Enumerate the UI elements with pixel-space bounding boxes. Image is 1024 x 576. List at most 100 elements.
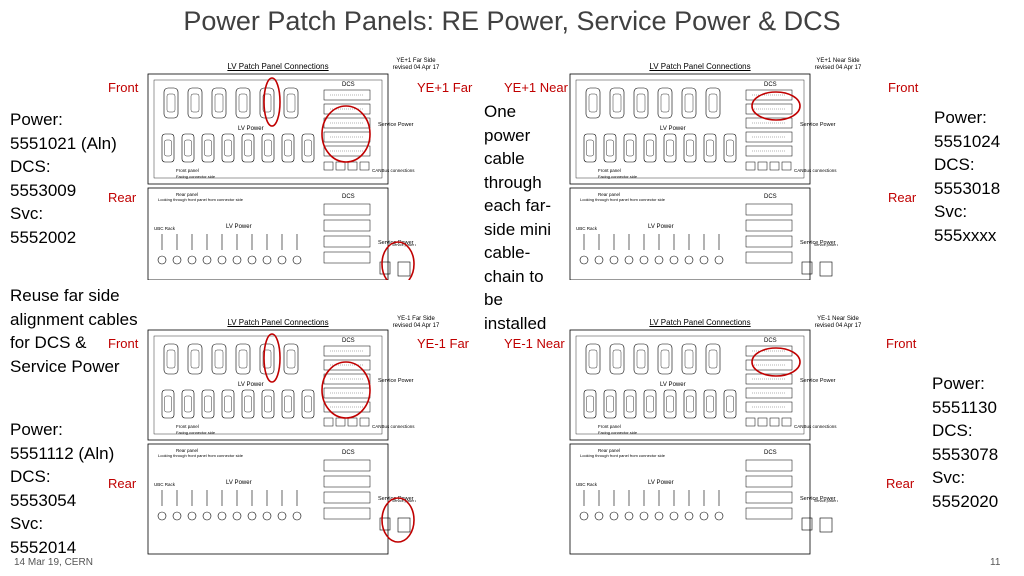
rear-round-connector: [202, 511, 212, 521]
front-connector-lower-pin: [626, 395, 634, 413]
front-connector-pin: [684, 349, 694, 369]
label-rear-bottom-left: Rear: [108, 476, 137, 491]
label-rear-top-right: Rear: [888, 190, 917, 205]
label-rear-bottom-right: Rear: [886, 476, 915, 491]
front-connector-lower-pin: [204, 139, 212, 157]
front-connector-lower-pin: [586, 139, 594, 157]
dcs-slot: [745, 387, 793, 399]
rear-frame: [569, 187, 811, 280]
rear-round-connector: [654, 511, 664, 521]
rear-round-connector: [262, 255, 272, 265]
label-rear-top-left: Rear: [108, 190, 137, 205]
rear-service-power-text: Service Power: [800, 240, 836, 246]
front-panel-text: Front panel: [176, 168, 199, 173]
front-connector-lower-pin: [244, 395, 252, 413]
canbus-connector: [323, 417, 334, 427]
front-connector-lower-pin: [224, 139, 232, 157]
rear-round-connector: [247, 511, 257, 521]
rear-round-connector: [654, 255, 664, 265]
rear-panel-sub-text: Looking through front panel from connect…: [580, 453, 666, 458]
front-connector-lower-pin: [284, 395, 292, 413]
left-top-text: Power: 5551021 (Aln) DCS: 5553009 Svc: 5…: [10, 110, 117, 247]
rear-lv-power-text: LV Power: [226, 480, 252, 486]
lv-power-text: LV Power: [660, 126, 686, 132]
highlight-front-connector: [263, 77, 281, 127]
front-connector-pin: [636, 93, 646, 113]
rear-round-connector: [594, 255, 604, 265]
rear-round-connector: [232, 255, 242, 265]
front-connector: [259, 343, 275, 375]
rear-dcs-slot: [323, 459, 371, 472]
rear-round-connector: [157, 511, 167, 521]
dcs-slot: [745, 401, 793, 413]
dcs-text: DCS: [764, 338, 777, 344]
label-front-bottom-left: Front: [108, 336, 139, 351]
front-connector-pin: [660, 349, 670, 369]
side-connector-2: [397, 517, 411, 533]
service-power-text: Service Power: [378, 378, 414, 384]
front-connector-pin: [588, 93, 598, 113]
front-connector-lower-pin: [646, 139, 654, 157]
front-connector-lower: [201, 133, 215, 163]
service-power-text: Service Power: [800, 122, 836, 128]
front-connector-pin: [190, 349, 200, 369]
dcs-text: DCS: [342, 82, 355, 88]
rear-dcs-slot: [745, 235, 793, 248]
dcs-slot: [745, 145, 793, 157]
rear-round-connector: [277, 255, 287, 265]
side-connector-2: [819, 517, 833, 533]
front-connector: [187, 87, 203, 119]
panel-title-bottom-right: LV Patch Panel Connections: [649, 318, 751, 327]
front-connector-lower: [161, 133, 175, 163]
canbus-connector: [781, 161, 792, 171]
rear-panel-text: Rear panel: [598, 192, 620, 197]
right-bottom-text: Power: 5551130 DCS: 5553078 Svc: 5552020: [932, 374, 999, 511]
highlight-dcs: [321, 105, 371, 163]
front-connector-lower: [241, 389, 255, 419]
front-connector: [585, 87, 601, 119]
rear-service-power-text: Service Power: [378, 240, 414, 246]
front-connector-pin: [166, 349, 176, 369]
rear-round-connector: [579, 511, 589, 521]
front-connector-pin: [286, 93, 296, 113]
front-connector-pin: [660, 93, 670, 113]
rear-dcs-slot: [745, 507, 793, 520]
front-connector-lower-pin: [204, 395, 212, 413]
rear-round-connector: [217, 511, 227, 521]
lv-power-text: LV Power: [238, 382, 264, 388]
rear-dcs-slot: [323, 475, 371, 488]
front-connector-lower: [161, 389, 175, 419]
front-connector-lower: [221, 133, 235, 163]
dcs-slot: [323, 401, 371, 413]
rear-dcs-text: DCS: [764, 450, 777, 456]
front-connector-pin: [684, 93, 694, 113]
canbus-text: CANBus connections: [794, 168, 837, 173]
front-panel-sub-text: Facing connector side: [176, 174, 216, 179]
rear-round-connector: [187, 255, 197, 265]
front-connector-lower-pin: [606, 395, 614, 413]
right-top-text: Power: 5551024 DCS: 5553018 Svc: 555xxxx: [934, 108, 1001, 245]
front-connector: [609, 87, 625, 119]
canbus-connector: [359, 417, 370, 427]
front-connector: [283, 343, 299, 375]
front-connector-lower: [181, 133, 195, 163]
rear-dcs-text: DCS: [342, 450, 355, 456]
front-connector-lower-pin: [244, 139, 252, 157]
front-inner-frame: [575, 335, 805, 435]
front-connector: [235, 343, 251, 375]
front-connector-pin: [588, 349, 598, 369]
rear-dcs-text: DCS: [764, 194, 777, 200]
panel-title-top-left: LV Patch Panel Connections: [227, 62, 329, 71]
rear-dcs-slot: [745, 251, 793, 264]
dcs-slot: [745, 117, 793, 129]
front-inner-frame: [575, 79, 805, 179]
front-connector-lower-pin: [706, 139, 714, 157]
rear-round-connector: [699, 255, 709, 265]
side-connector: [801, 261, 813, 275]
rear-round-connector: [609, 255, 619, 265]
front-panel-text: Front panel: [176, 424, 199, 429]
side-connector: [801, 517, 813, 531]
